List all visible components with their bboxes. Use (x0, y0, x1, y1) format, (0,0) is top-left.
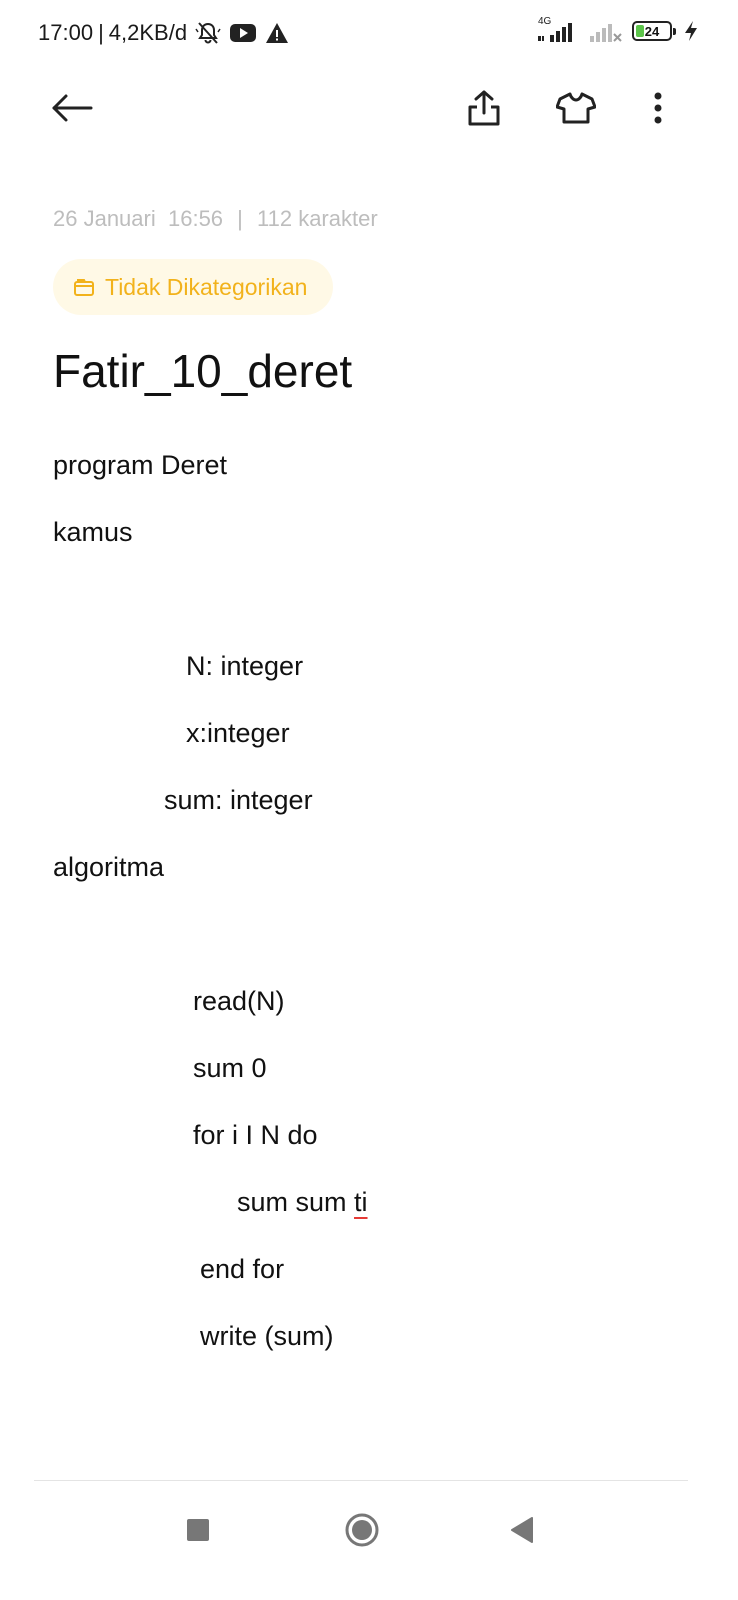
signal-no-service-icon (588, 18, 624, 44)
note-title[interactable]: Fatir_10_deret (53, 345, 353, 397)
system-nav-bar (0, 1490, 738, 1570)
status-right: 4G 24 (536, 16, 698, 44)
square-icon (186, 1518, 210, 1542)
note-time: 16:56 (167, 206, 224, 231)
share-button[interactable] (456, 80, 512, 136)
note-date: 26 Januari (53, 206, 156, 231)
youtube-icon (229, 23, 257, 43)
charging-icon (684, 20, 698, 42)
home-button[interactable] (332, 1500, 392, 1560)
note-line: sum sum ti (237, 1187, 368, 1218)
recent-apps-button[interactable] (168, 1500, 228, 1560)
more-vertical-icon (653, 91, 663, 125)
triangle-back-icon (510, 1517, 534, 1543)
arrow-left-icon (51, 93, 93, 123)
note-line: write (sum) (200, 1321, 334, 1351)
nav-divider (34, 1480, 688, 1481)
note-line: kamus (53, 517, 133, 547)
theme-button[interactable] (548, 80, 604, 136)
note-line: algoritma (53, 852, 165, 882)
status-bar: 17:00 | 4,2KB/d 4G 24 (0, 0, 738, 64)
note-line: N: integer (186, 651, 304, 681)
spellcheck-word[interactable]: ti (354, 1187, 368, 1217)
network-type-label: 4G (538, 16, 552, 27)
back-button[interactable] (44, 80, 100, 136)
more-options-button[interactable] (630, 80, 686, 136)
circle-icon (344, 1512, 380, 1548)
category-label: Tidak Dikategorikan (105, 273, 308, 300)
status-left: 17:00 | 4,2KB/d (38, 20, 289, 46)
folder-icon (73, 277, 95, 297)
share-icon (467, 89, 501, 127)
note-line: sum 0 (193, 1053, 267, 1083)
nav-back-button[interactable] (492, 1500, 552, 1560)
note-line: sum: integer (164, 785, 313, 815)
note-line: x:integer (186, 718, 290, 748)
note-toolbar (0, 72, 738, 144)
notifications-off-icon (195, 21, 221, 45)
status-separator: | (98, 20, 104, 45)
warning-icon (265, 22, 289, 44)
note-line: program Deret (53, 450, 228, 480)
meta-separator: | (237, 206, 243, 231)
battery-icon: 24 (632, 21, 676, 41)
note-char-count: 112 karakter (257, 206, 378, 231)
note-line: for i I N do (193, 1120, 318, 1150)
shirt-icon (556, 91, 596, 125)
network-speed: 4,2KB/d (108, 20, 188, 45)
note-line: read(N) (193, 986, 285, 1016)
category-chip[interactable]: Tidak Dikategorikan (53, 259, 334, 315)
note-line-text: sum sum (237, 1187, 355, 1217)
note-meta: 26 Januari 16:56 | 112 karakter (53, 206, 378, 232)
battery-level: 24 (644, 23, 660, 39)
status-time: 17:00 (38, 20, 94, 45)
note-line: end for (200, 1254, 285, 1284)
battery-fill (636, 25, 644, 37)
signal-4g-icon: 4G (536, 16, 580, 44)
